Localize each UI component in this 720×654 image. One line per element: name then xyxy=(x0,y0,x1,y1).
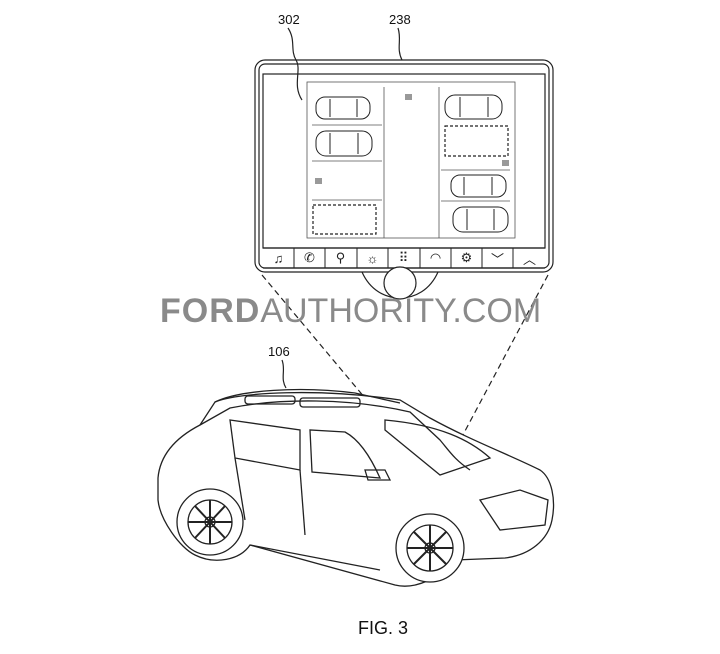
phone-button[interactable]: ✆ xyxy=(294,248,325,268)
watermark: FORDAUTHORITY.COM xyxy=(160,292,541,331)
vehicle-drawing xyxy=(157,388,555,587)
scroll-down-button[interactable]: ﹀ xyxy=(482,248,513,268)
settings-icon: ⚙ xyxy=(460,250,473,265)
settings-button[interactable]: ⚙ xyxy=(451,248,482,268)
control-knob xyxy=(383,266,417,300)
navigation-button[interactable]: ⚲ xyxy=(325,248,356,268)
leader-106 xyxy=(281,359,287,389)
chevron-down-icon: ﹀ xyxy=(490,251,504,267)
gauge-button[interactable]: ◠ xyxy=(420,248,451,268)
music-button[interactable]: ♫ xyxy=(263,248,294,268)
navigation-icon: ⚲ xyxy=(335,250,346,265)
watermark-brand: FORD xyxy=(160,292,261,330)
apps-grid-icon: ⠿ xyxy=(398,250,409,265)
parked-cars xyxy=(315,94,509,233)
climate-button[interactable]: ☼ xyxy=(357,248,388,268)
figure-caption: FIG. 3 xyxy=(358,618,409,638)
chevron-up-icon: ︿ xyxy=(522,251,536,267)
parking-map xyxy=(306,81,516,239)
watermark-rest: AUTHORITY.COM xyxy=(260,292,542,330)
scroll-up-button[interactable]: ︿ xyxy=(514,248,545,268)
apps-button[interactable]: ⠿ xyxy=(388,248,419,268)
climate-icon: ☼ xyxy=(366,250,379,266)
ref-label-106: 106 xyxy=(268,344,290,359)
ref-label-302: 302 xyxy=(278,12,300,27)
phone-icon: ✆ xyxy=(304,250,315,265)
music-icon: ♫ xyxy=(273,250,284,266)
leader-238 xyxy=(397,27,403,61)
flag-markers xyxy=(315,94,509,184)
ref-label-238: 238 xyxy=(389,12,411,27)
gauge-icon: ◠ xyxy=(429,250,442,265)
